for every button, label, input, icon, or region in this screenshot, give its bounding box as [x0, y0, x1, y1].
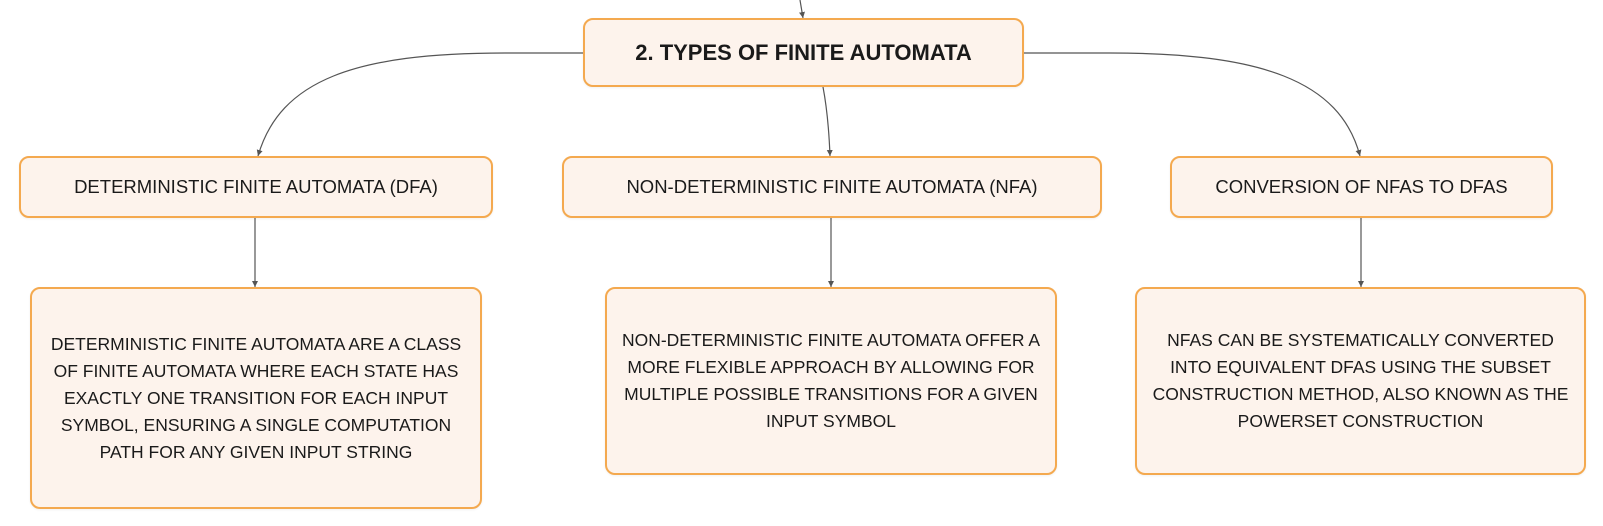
connector-root-to-nfa — [822, 86, 833, 157]
connector-root-to-dfa — [256, 52, 583, 157]
topic-node-dfa[interactable]: DETERMINISTIC FINITE AUTOMATA (DFA) — [19, 156, 493, 218]
detail-node-text: NFAS CAN BE SYSTEMATICALLY CONVERTED INT… — [1152, 330, 1569, 431]
topic-node-label: NON-DETERMINISTIC FINITE AUTOMATA (NFA) — [626, 176, 1038, 197]
topic-node-nfa[interactable]: NON-DETERMINISTIC FINITE AUTOMATA (NFA) — [562, 156, 1102, 218]
topic-node-label: CONVERSION OF NFAS TO DFAS — [1215, 176, 1508, 197]
detail-node-conversion[interactable]: NFAS CAN BE SYSTEMATICALLY CONVERTED INT… — [1135, 287, 1586, 475]
detail-node-text: NON-DETERMINISTIC FINITE AUTOMATA OFFER … — [621, 330, 1041, 431]
connector-root-to-conversion — [1024, 52, 1362, 157]
topic-node-conversion[interactable]: CONVERSION OF NFAS TO DFAS — [1170, 156, 1553, 218]
topic-node-label: DETERMINISTIC FINITE AUTOMATA (DFA) — [74, 176, 438, 197]
detail-node-dfa[interactable]: DETERMINISTIC FINITE AUTOMATA ARE A CLAS… — [30, 287, 482, 509]
root-node-label: 2. TYPES OF FINITE AUTOMATA — [635, 39, 972, 65]
incoming-connector — [799, 0, 805, 19]
detail-node-nfa[interactable]: NON-DETERMINISTIC FINITE AUTOMATA OFFER … — [605, 287, 1057, 475]
root-node-types-of-finite-automata[interactable]: 2. TYPES OF FINITE AUTOMATA — [583, 18, 1024, 87]
detail-node-text: DETERMINISTIC FINITE AUTOMATA ARE A CLAS… — [50, 333, 462, 462]
